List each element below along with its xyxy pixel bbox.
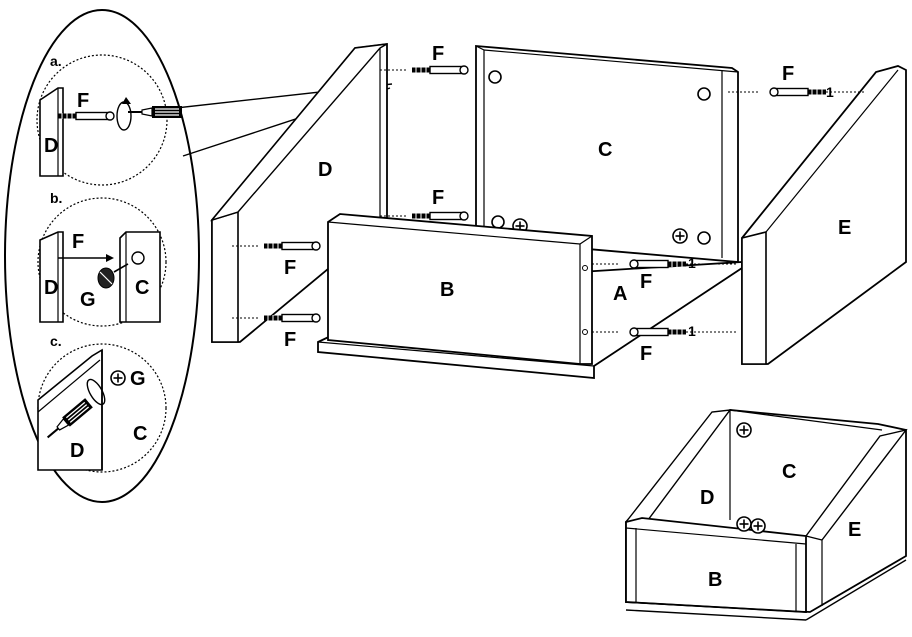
assembled-box: D C E B [624, 409, 908, 621]
step-b-panel-right: C [135, 277, 149, 299]
detail-step-b: b. F D G C [37, 190, 167, 327]
fitting-label-1: F [432, 43, 444, 65]
fitting-label-3: F [284, 257, 296, 279]
step-c-panel-left: D [70, 440, 84, 462]
fitting-label-7: F [640, 343, 652, 365]
panel-b-label: B [440, 279, 454, 301]
step-a-fitting-label: F [77, 90, 89, 112]
step-c-cam-label: G [130, 368, 146, 390]
assembled-d-label: D [700, 487, 714, 509]
step-a-panel-label: D [44, 135, 58, 157]
fitting-label-6: F [640, 271, 652, 293]
step-b-caption: b. [50, 190, 62, 206]
step-c-caption: c. [50, 333, 62, 349]
panel-d-label: D [318, 159, 332, 181]
assembled-b-label: B [708, 569, 722, 591]
panel-e: E [741, 65, 907, 365]
step-b-panel-left: D [44, 277, 58, 299]
step-b-cam-label: G [80, 289, 96, 311]
assembled-e-label: E [848, 519, 861, 541]
fitting-label-4: F [284, 329, 296, 351]
tighten-mark-2: 1 [688, 255, 696, 271]
detail-step-a: a. F D [36, 53, 183, 186]
detail-step-c: c. G D C [37, 333, 167, 473]
panel-e-label: E [838, 217, 851, 239]
panel-c: C [475, 45, 739, 263]
panel-b: B [327, 213, 593, 365]
step-c-panel-right: C [133, 423, 147, 445]
panel-d: D [209, 42, 388, 343]
tighten-mark-3: 1 [688, 323, 696, 339]
step-b-fitting-label: F [72, 231, 84, 253]
panel-c-label: C [598, 139, 612, 161]
fittings: F F F F F 1 F 1 F 1 [232, 43, 866, 365]
fitting-label-5: F [782, 63, 794, 85]
fitting-label-2: F [432, 187, 444, 209]
panel-a-label: A [613, 283, 627, 305]
step-a-caption: a. [50, 53, 62, 69]
tighten-mark-1: 1 [826, 84, 834, 100]
assembled-c-label: C [782, 461, 796, 483]
